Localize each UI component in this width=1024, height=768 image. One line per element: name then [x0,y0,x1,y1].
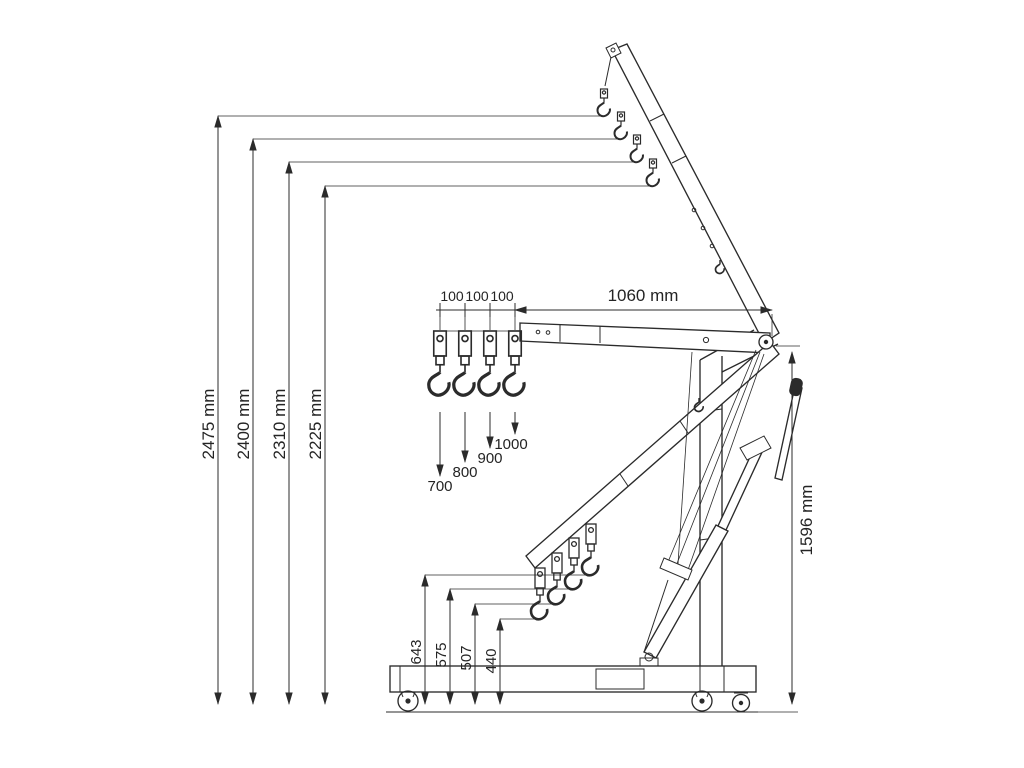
rear-support-wheel [731,692,751,713]
hook-drop-label-1000: 1000 [494,436,527,453]
hook-icon [563,536,583,591]
hook-icon [427,329,451,397]
hook-icon [629,134,644,164]
hook-drop-arrows [436,412,519,477]
rear-caster-wheel [691,690,713,712]
overall-height-label-2: 2400 mm [234,389,253,460]
boom-length-label: 1060 mm [608,286,679,305]
crane-structure [386,42,803,713]
hook-icon [529,566,549,621]
overall-height-dimension-lines [214,115,649,705]
hook-icon [645,158,660,188]
hydraulic-cylinder [639,435,772,667]
boom-lock-pin [702,336,710,344]
hook-drop-label-900: 900 [477,450,502,467]
boom-raised-position [604,42,780,344]
hook-drop-label-800: 800 [452,464,477,481]
boom-extension-hooks-horizontal [427,329,526,397]
hook-icon [502,329,526,397]
support-links [643,349,765,653]
lowered-height-label-575: 575 [433,642,450,667]
boom-length-dimension-lines [436,303,773,336]
lowered-height-label-643: 643 [408,639,425,664]
hook-icon [452,329,476,397]
pump-handle [774,377,803,481]
hook-icon [613,111,628,141]
front-caster-wheel [397,690,419,712]
lowered-height-label-507: 507 [458,645,475,670]
lowered-hook-height-dimension-lines [421,574,593,705]
hook-icon [546,551,566,606]
extension-step-label-1: 100 [440,288,464,304]
base-frame [389,665,757,693]
extension-step-label-3: 100 [490,288,514,304]
dimension-labels: 2475 mm 2400 mm 2310 mm 2225 mm 100 100 … [199,286,816,674]
lowered-height-label-440: 440 [483,648,500,673]
overall-height-label-4: 2225 mm [306,389,325,460]
mast-height-label: 1596 mm [797,485,816,556]
boom-horizontal-position [434,322,771,354]
overall-height-label-1: 2475 mm [199,389,218,460]
mast-height-dimension-line [776,345,800,705]
boom-pivot [758,334,774,350]
hook-icon [596,88,611,118]
hook-icon [580,522,600,577]
extension-step-label-2: 100 [465,288,489,304]
hook-drop-label-700: 700 [427,478,452,495]
hook-icon [477,329,501,397]
boom-lowered-position [525,341,780,569]
dimension-annotations [214,115,800,705]
overall-height-label-3: 2310 mm [270,389,289,460]
